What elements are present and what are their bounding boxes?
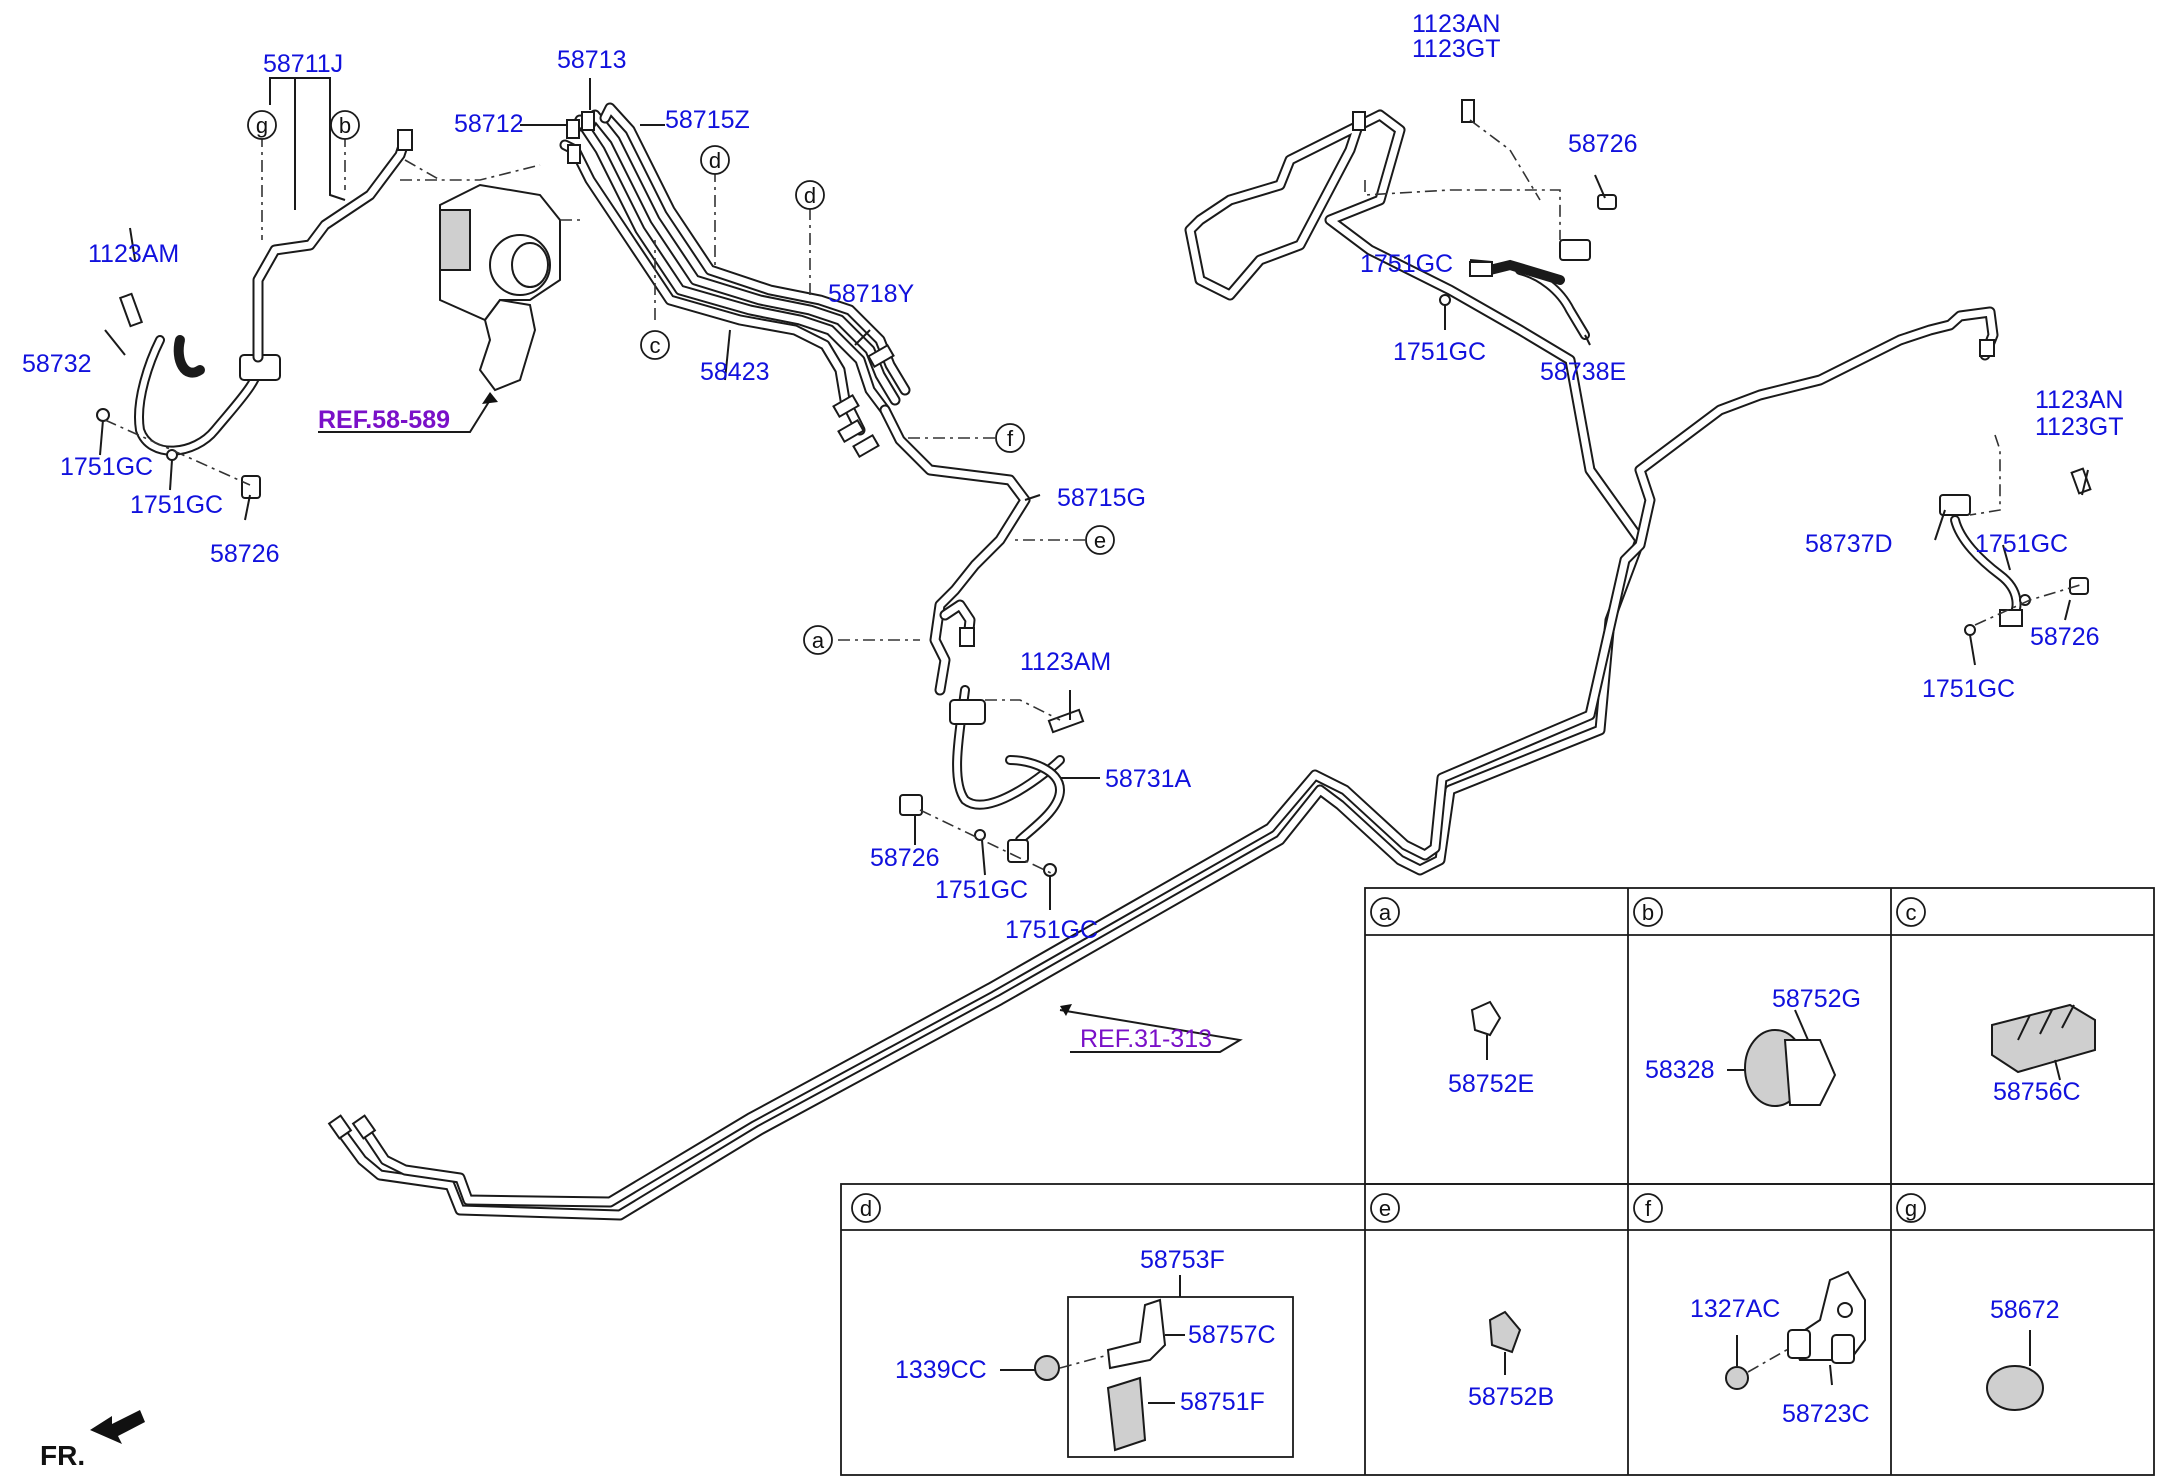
callout-circle-d1 (700, 145, 730, 175)
detail-letter-c: c (1906, 900, 1917, 925)
callout-circle-c (640, 330, 670, 360)
detail-letter-d: d (860, 1196, 872, 1221)
front-left-hose-assembly (96, 129, 541, 499)
callout-circle-f (995, 423, 1025, 453)
detail-letter-e: e (1379, 1196, 1391, 1221)
label-1123AM: 1123AM (1020, 648, 1111, 676)
reference-pipe-31-313: REF.31-313 (1080, 1025, 1212, 1053)
detail-part-58752E: 58752E (1448, 1070, 1534, 1098)
detail-part-1327AC: 1327AC (1690, 1295, 1780, 1323)
detail-part-58672: 58672 (1990, 1296, 2060, 1324)
callout-c: c (650, 333, 661, 358)
part-labels: 58711J 58713 58712 58715Z 1123AM 58732 1… (22, 10, 2124, 944)
label-1751GC: 1751GC (60, 453, 153, 481)
front-direction-marker: FR. (40, 1410, 145, 1471)
detail-letter-f: f (1645, 1196, 1652, 1221)
label-1751GC: 1751GC (1922, 675, 2015, 703)
label-58726: 58726 (870, 844, 940, 872)
detail-part-58757C: 58757C (1188, 1321, 1276, 1349)
detail-part-58752G: 58752G (1772, 985, 1861, 1013)
label-58726: 58726 (1568, 130, 1638, 158)
detail-part-58752B: 58752B (1468, 1383, 1554, 1411)
detail-part-58328: 58328 (1645, 1056, 1715, 1084)
label-1123AM: 1123AM (88, 240, 179, 268)
callout-circle-g (247, 110, 277, 140)
callout-circle-d2 (795, 180, 825, 210)
detail-part-1339CC: 1339CC (895, 1356, 987, 1384)
callout-circle-a (803, 625, 833, 655)
callout-markers: g b d d c f e a (247, 110, 1115, 655)
label-1751GC: 1751GC (1005, 916, 1098, 944)
label-58711J: 58711J (263, 50, 343, 78)
callout-f: f (1007, 426, 1014, 451)
detail-letter-b: b (1642, 900, 1654, 925)
callout-d1: d (709, 148, 721, 173)
rear-left-hose-assembly (1364, 99, 1617, 340)
abs-hydraulic-unit (400, 179, 580, 392)
callout-g: g (256, 113, 268, 138)
callout-circle-b (330, 110, 360, 140)
label-58718Y: 58718Y (828, 280, 915, 308)
callout-circle-e (1085, 525, 1115, 555)
label-1751GC: 1751GC (935, 876, 1028, 904)
label-58712: 58712 (454, 110, 524, 138)
abs-pipe-bundle (559, 102, 1031, 696)
label-58715Z: 58715Z (665, 106, 750, 134)
main-brake-pipe-run (327, 109, 1999, 1221)
label-58726: 58726 (210, 540, 280, 568)
label-58715G: 58715G (1057, 484, 1146, 512)
callout-b: b (339, 113, 351, 138)
detail-table: a 58752E b 58752G 58328 c 58756C d 58753… (840, 887, 2155, 1476)
label-1751GC: 1751GC (1393, 338, 1486, 366)
label-58423: 58423 (700, 358, 770, 386)
detail-part-58723C: 58723C (1782, 1400, 1870, 1428)
label-58731A: 58731A (1105, 765, 1192, 793)
front-arrow-icon (90, 1410, 145, 1444)
front-right-hose-assembly (899, 685, 1085, 877)
reference-abs-58-589: REF.58-589 (318, 406, 450, 434)
detail-part-58751F: 58751F (1180, 1388, 1265, 1416)
callout-a: a (812, 628, 825, 653)
label-1751GC: 1751GC (130, 491, 223, 519)
label-1123GT: 1123GT (2035, 413, 2123, 441)
detail-part-58756C: 58756C (1993, 1078, 2081, 1106)
leader-lines (99, 77, 2089, 1053)
label-1751GC: 1751GC (1360, 250, 1453, 278)
detail-letter-a: a (1379, 900, 1392, 925)
label-1751GC: 1751GC (1975, 530, 2068, 558)
callout-e: e (1094, 528, 1106, 553)
detail-part-58753F: 58753F (1140, 1246, 1225, 1274)
label-58726: 58726 (2030, 623, 2100, 651)
detail-letter-g: g (1905, 1196, 1917, 1221)
label-1123AN: 1123AN (1412, 10, 1501, 38)
label-58713: 58713 (557, 46, 627, 74)
rear-right-hose-assembly (1939, 434, 2092, 636)
label-1123AN: 1123AN (2035, 386, 2124, 414)
callout-d2: d (804, 183, 816, 208)
label-1123GT: 1123GT (1412, 35, 1500, 63)
label-58738E: 58738E (1540, 358, 1626, 386)
front-label: FR. (40, 1440, 85, 1471)
label-58737D: 58737D (1805, 530, 1893, 558)
label-58732: 58732 (22, 350, 92, 378)
